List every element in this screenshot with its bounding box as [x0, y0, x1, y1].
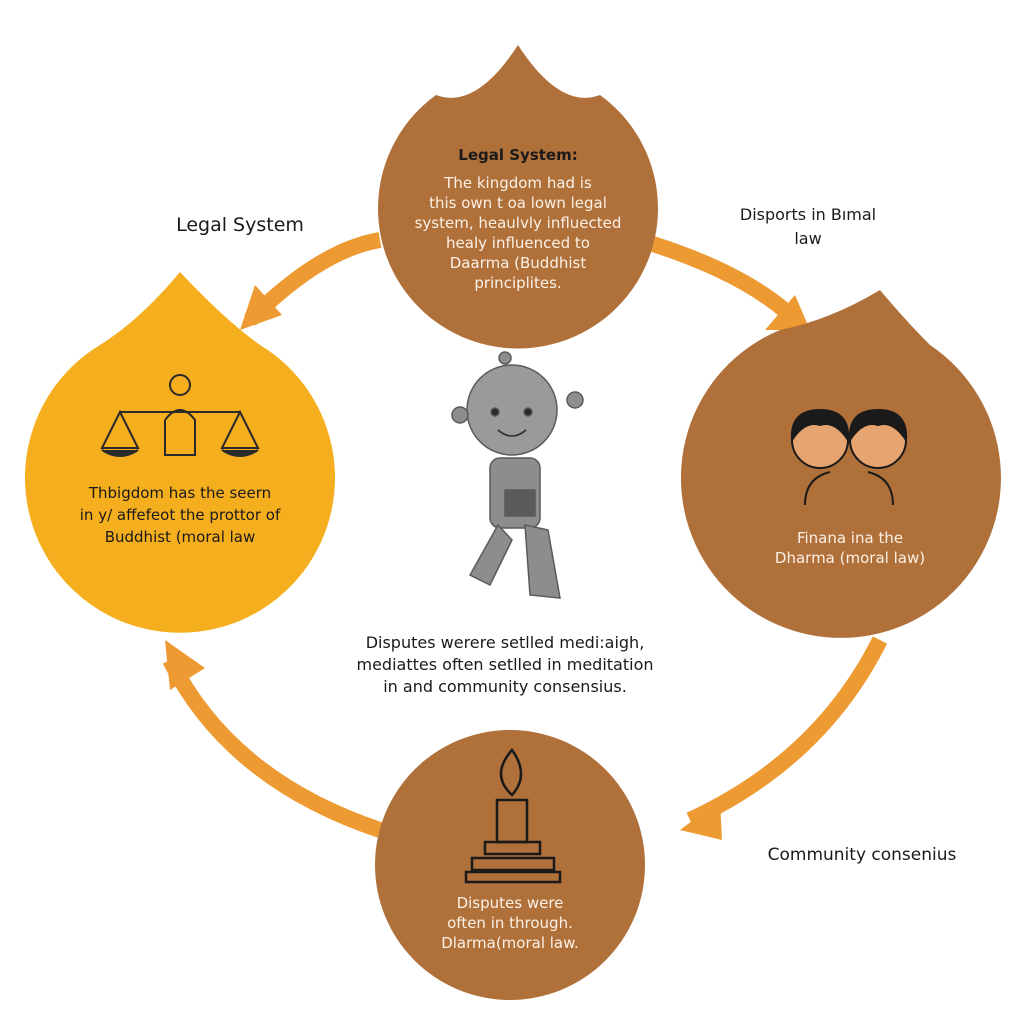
- label-community: Community consenius: [768, 845, 957, 865]
- left-node-line: Thbigdom has the seern: [88, 484, 271, 502]
- center-text-line: Disputes werere setlled medi:aigh,: [366, 633, 645, 652]
- top-node-line: system, heaulvly influected: [415, 214, 622, 232]
- top-node-title: Legal System:: [458, 146, 577, 164]
- bottom-node-line: Disputes were: [457, 894, 564, 912]
- label-disports: Disports in Bımal: [740, 205, 876, 224]
- bottom-node: Disputes were often in through. Dlarma(m…: [375, 730, 645, 1000]
- bottom-node-line: often in through.: [447, 914, 573, 932]
- right-node-line: Finana ina the: [797, 529, 903, 547]
- top-node: Legal System: The kingdom had is this ow…: [377, 45, 658, 349]
- label-legal-system: Legal System: [176, 214, 304, 236]
- top-node-line: healy influenced to: [446, 234, 590, 252]
- arrowhead-icon: [165, 640, 205, 690]
- top-node-line: The kingdom had is: [443, 174, 592, 192]
- right-node-line: Dharma (moral law): [775, 549, 925, 567]
- left-node-line: Buddhist (moral law: [105, 528, 256, 546]
- arrowhead-icon: [765, 295, 810, 330]
- top-node-line: Daarma (Buddhist: [450, 254, 587, 272]
- scales-of-justice-icon: [100, 374, 260, 457]
- arc-bottom-left: [162, 656, 383, 838]
- left-node: Thbigdom has the seern in y/ affefeot th…: [25, 272, 335, 633]
- center-text-line: in and community consensius.: [383, 677, 627, 696]
- bottom-node-line: Dlarma(moral law.: [441, 934, 579, 952]
- two-people-icon: [790, 408, 908, 506]
- center-text-line: mediattes often setlled in meditation: [357, 655, 654, 674]
- left-node-line: in y/ affefeot the prottor of: [80, 506, 281, 524]
- child-figure-icon: [451, 351, 584, 599]
- top-node-line: principlites.: [474, 274, 561, 292]
- top-node-line: this own t oa lown legal: [429, 194, 607, 212]
- flame-altar-icon: [464, 747, 562, 884]
- label-disports: law: [794, 229, 821, 248]
- right-node: Finana ina the Dharma (moral law): [680, 290, 1001, 638]
- arc-right-bottom: [686, 636, 888, 828]
- arc-top-right: [637, 232, 796, 321]
- arrowhead-icon: [240, 285, 282, 330]
- arrowhead-icon: [680, 800, 722, 840]
